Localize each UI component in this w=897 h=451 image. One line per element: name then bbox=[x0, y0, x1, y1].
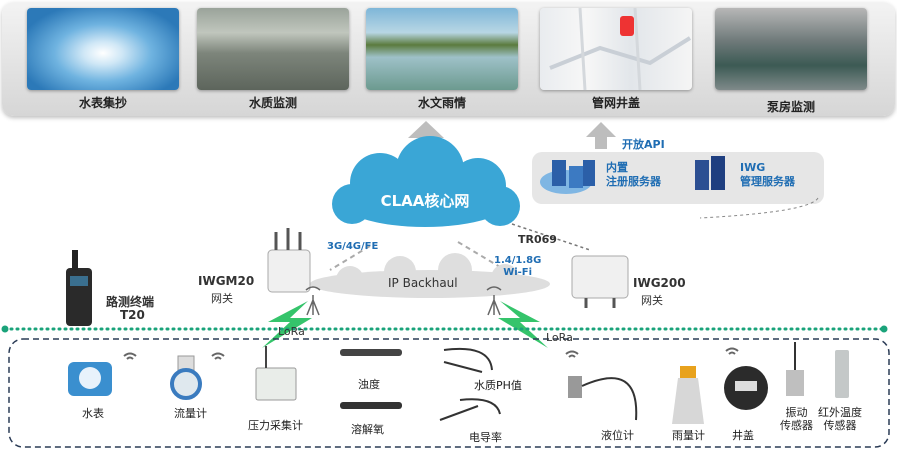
iwgm20-name-label: IWGM20 bbox=[198, 274, 255, 288]
dissolved-oxygen-sensor-icon bbox=[340, 402, 402, 409]
sensor-label-infrared-temperature: 红外温度 传感器 bbox=[818, 406, 862, 432]
terminal-model-label: T20 bbox=[120, 308, 145, 322]
iwg-management-server-icon bbox=[695, 156, 725, 190]
uplink-left-line bbox=[329, 245, 371, 271]
sensor-label-manhole: 井盖 bbox=[732, 429, 754, 442]
water-meter-icon bbox=[68, 362, 112, 396]
iwgm20-gateway-icon bbox=[267, 228, 311, 293]
iwg200-sub-label: 网关 bbox=[641, 294, 663, 307]
up-arrow-to-pipe-network bbox=[586, 122, 616, 149]
pressure-collector-icon bbox=[255, 346, 297, 401]
tr069-label: TR069 bbox=[518, 233, 557, 246]
server-link bbox=[699, 197, 819, 219]
sensor-label-dissolved-oxygen: 溶解氧 bbox=[351, 423, 384, 436]
infrared-temperature-sensor-icon bbox=[835, 350, 849, 398]
signal-icons bbox=[123, 347, 739, 360]
ip-backhaul-label: IP Backhaul bbox=[388, 276, 458, 290]
sensor-label-pressure-collector: 压力采集计 bbox=[248, 419, 303, 432]
app-label-hydrology: 水文雨情 bbox=[417, 96, 466, 110]
antenna-left-icon bbox=[305, 286, 321, 316]
app-label-pump-room: 泵房监测 bbox=[766, 100, 815, 114]
iwgm20-sub-label: 网关 bbox=[211, 292, 233, 305]
sensor-label-rain-gauge: 雨量计 bbox=[672, 429, 705, 442]
lora-left-label: LoRa bbox=[278, 325, 305, 338]
claa-core-network-label: CLAA核心网 bbox=[380, 192, 470, 210]
alarm-icon bbox=[620, 16, 634, 36]
flowmeter-icon bbox=[170, 355, 202, 400]
terminal-label: 路测终端 bbox=[106, 295, 155, 309]
manhole-cover-icon bbox=[724, 366, 768, 410]
sensor-label-vibration: 振动 传感器 bbox=[780, 406, 813, 432]
signal-icon-flowmeter bbox=[211, 352, 225, 360]
uplink-right-line bbox=[457, 241, 506, 271]
device-area-box bbox=[8, 338, 890, 448]
sensor-label-turbidity: 浊度 bbox=[358, 378, 380, 391]
rain-gauge-icon bbox=[672, 366, 704, 424]
app-label-pipe-manhole: 管网井盖 bbox=[591, 96, 640, 110]
lora-right-label: LoRa bbox=[546, 331, 573, 344]
sensor-label-ph: 水质PH值 bbox=[474, 379, 522, 392]
level-gauge-icon bbox=[568, 376, 638, 421]
water-quality-image bbox=[197, 8, 349, 90]
hydrology-rain-image bbox=[366, 8, 518, 90]
pump-room-image bbox=[715, 8, 867, 90]
lora-right-bolt bbox=[498, 301, 548, 348]
water-meter-reading-image bbox=[27, 8, 179, 90]
sensor-label-level-gauge: 液位计 bbox=[601, 429, 634, 442]
pipe-network-map-image bbox=[540, 8, 692, 90]
server-panel bbox=[532, 152, 824, 204]
walkie-talkie-t20-icon bbox=[66, 250, 92, 326]
uplink-left-label: 3G/4G/FE bbox=[327, 241, 379, 252]
ip-backhaul-cloud-shape bbox=[310, 253, 550, 298]
builtin-registration-server-label: 内置 注册服务器 bbox=[606, 161, 661, 188]
turbidity-sensor-icon bbox=[340, 349, 402, 356]
conductivity-sensor-icon bbox=[439, 398, 501, 421]
signal-icon-water-meter bbox=[123, 352, 137, 360]
signal-icon-level-gauge bbox=[565, 350, 579, 358]
uplink-right-label: 1.4/1.8G Wi-Fi bbox=[494, 255, 542, 278]
signal-icon-manhole bbox=[725, 347, 739, 355]
vibration-sensor-icon bbox=[786, 342, 804, 396]
iwg-management-server-label: IWG 管理服务器 bbox=[740, 161, 795, 188]
app-label-water-meter: 水表集抄 bbox=[78, 96, 127, 110]
iwg200-gateway-icon bbox=[571, 255, 629, 308]
sensor-label-water-meter: 水表 bbox=[82, 407, 104, 420]
app-label-water-quality: 水质监测 bbox=[248, 96, 297, 110]
open-api-label: 开放API bbox=[622, 138, 665, 151]
ph-sensor-icon bbox=[443, 347, 493, 373]
sensor-label-flowmeter: 流量计 bbox=[174, 407, 207, 420]
builtin-registration-server-icon bbox=[540, 160, 595, 194]
sensor-label-conductivity: 电导率 bbox=[469, 431, 502, 444]
map-lines bbox=[549, 8, 692, 90]
iwg200-name-label: IWG200 bbox=[633, 276, 686, 290]
antenna-right-icon bbox=[486, 286, 502, 316]
claa-core-cloud-shape bbox=[332, 136, 520, 227]
